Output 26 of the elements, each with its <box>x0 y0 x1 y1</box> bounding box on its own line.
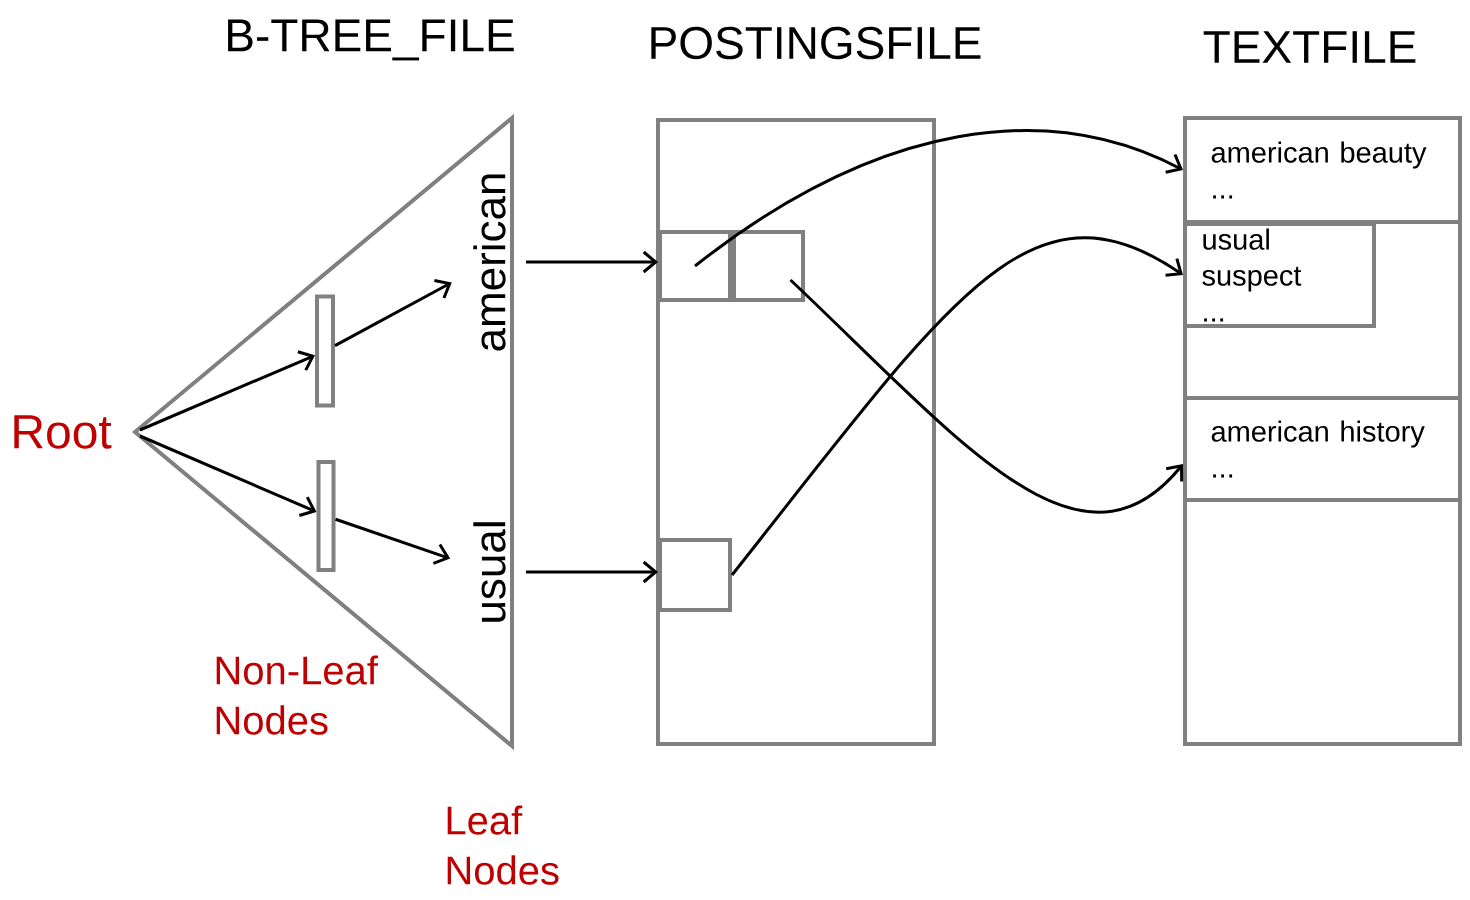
arrow <box>334 278 452 347</box>
record-box: usual suspect ... <box>1183 222 1376 328</box>
record-box: american beauty ... <box>1183 116 1462 224</box>
arrow <box>730 236 1184 576</box>
pointer-cell <box>658 230 732 302</box>
node-box <box>316 460 336 572</box>
arrow <box>789 278 1184 514</box>
arrow <box>694 129 1184 268</box>
arrow <box>139 350 315 432</box>
arrow <box>335 517 451 565</box>
record-box: american history ... <box>1183 396 1462 502</box>
file-box: POSTINGSFILE <box>651 26 981 746</box>
node-label: B-TREE_FILE <box>228 19 514 61</box>
leaf-key: usual <box>473 522 506 622</box>
node-label: POSTINGSFILE <box>651 26 981 60</box>
node-label: TEXTFILE <box>1203 31 1416 63</box>
annotation: Leaf Nodes <box>447 805 559 885</box>
pointer-cell <box>658 538 732 612</box>
arrow <box>139 434 317 517</box>
annotation: Non-Leaf Nodes <box>216 655 378 735</box>
arrow <box>526 560 658 584</box>
arrow <box>526 250 658 274</box>
node-box <box>315 294 335 408</box>
leaf-key: american <box>473 174 506 351</box>
pointer-cell <box>732 230 805 302</box>
root-label: Root <box>14 415 112 449</box>
